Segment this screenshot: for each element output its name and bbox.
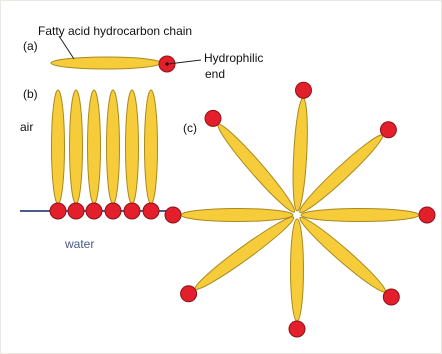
hydrophilic-head [68, 203, 84, 219]
hydrocarbon-tail [51, 57, 161, 69]
label-end: end [205, 67, 225, 81]
hydrophilic-head [124, 203, 140, 219]
hydrophilic-head [181, 286, 197, 302]
label-hydrocarbon-chain: Fatty acid hydrocarbon chain [38, 24, 192, 38]
hydrophilic-head [50, 203, 66, 219]
monolayer-molecule [105, 90, 121, 219]
hydrocarbon-tail [107, 90, 120, 204]
label-part-b: (b) [23, 87, 38, 101]
hydrophilic-head [380, 122, 396, 138]
micelle-molecule [165, 207, 293, 223]
label-part-c: (c) [183, 121, 197, 135]
hydrocarbon-tail [301, 209, 419, 222]
label-hydrophilic: Hydrophilic [204, 51, 263, 65]
micelle-molecule [291, 82, 312, 211]
hydrocarbon-tail [191, 212, 297, 294]
hydrophilic-head [289, 321, 305, 337]
label-part-a: (a) [23, 39, 38, 53]
hydrophilic-head [86, 203, 102, 219]
monolayer-molecule [143, 90, 159, 219]
monolayer-molecule [124, 90, 140, 219]
micelle-molecule [296, 213, 400, 305]
hydrocarbon-tail [70, 90, 83, 204]
monolayer [20, 90, 168, 219]
monolayer-molecule [86, 90, 102, 219]
hydrophilic-head [143, 203, 159, 219]
hydrocarbon-tail [126, 90, 139, 204]
micelle-molecule [289, 219, 305, 337]
hydrophilic-head [419, 207, 435, 223]
hydrocarbon-tail [213, 120, 299, 216]
hydrocarbon-tail [181, 209, 293, 222]
hydrophilic-head [383, 289, 399, 305]
micelle-molecule [181, 212, 298, 302]
micelle-molecule [295, 122, 396, 217]
chain-pointer-line [59, 36, 74, 59]
hydrocarbon-tail [296, 213, 390, 297]
monolayer-molecule [50, 90, 66, 219]
label-water: water [64, 237, 94, 251]
micelle-molecule [301, 207, 435, 223]
micelle [165, 82, 435, 337]
hydrocarbon-tail [291, 98, 310, 212]
hydrocarbon-tail [88, 90, 101, 204]
hydrophilic-head [165, 207, 181, 223]
monolayer-molecule [68, 90, 84, 219]
micelle-molecule [205, 110, 299, 216]
label-air: air [20, 120, 33, 134]
hydrocarbon-tail [295, 130, 387, 217]
hydrophilic-head [105, 203, 121, 219]
hydrocarbon-tail [52, 90, 65, 204]
hydrocarbon-tail [291, 219, 304, 321]
single-fatty-acid [51, 56, 175, 72]
hydrophilic-head [205, 110, 221, 126]
hydrocarbon-tail [145, 90, 158, 204]
hydrophilic-head [296, 82, 312, 98]
